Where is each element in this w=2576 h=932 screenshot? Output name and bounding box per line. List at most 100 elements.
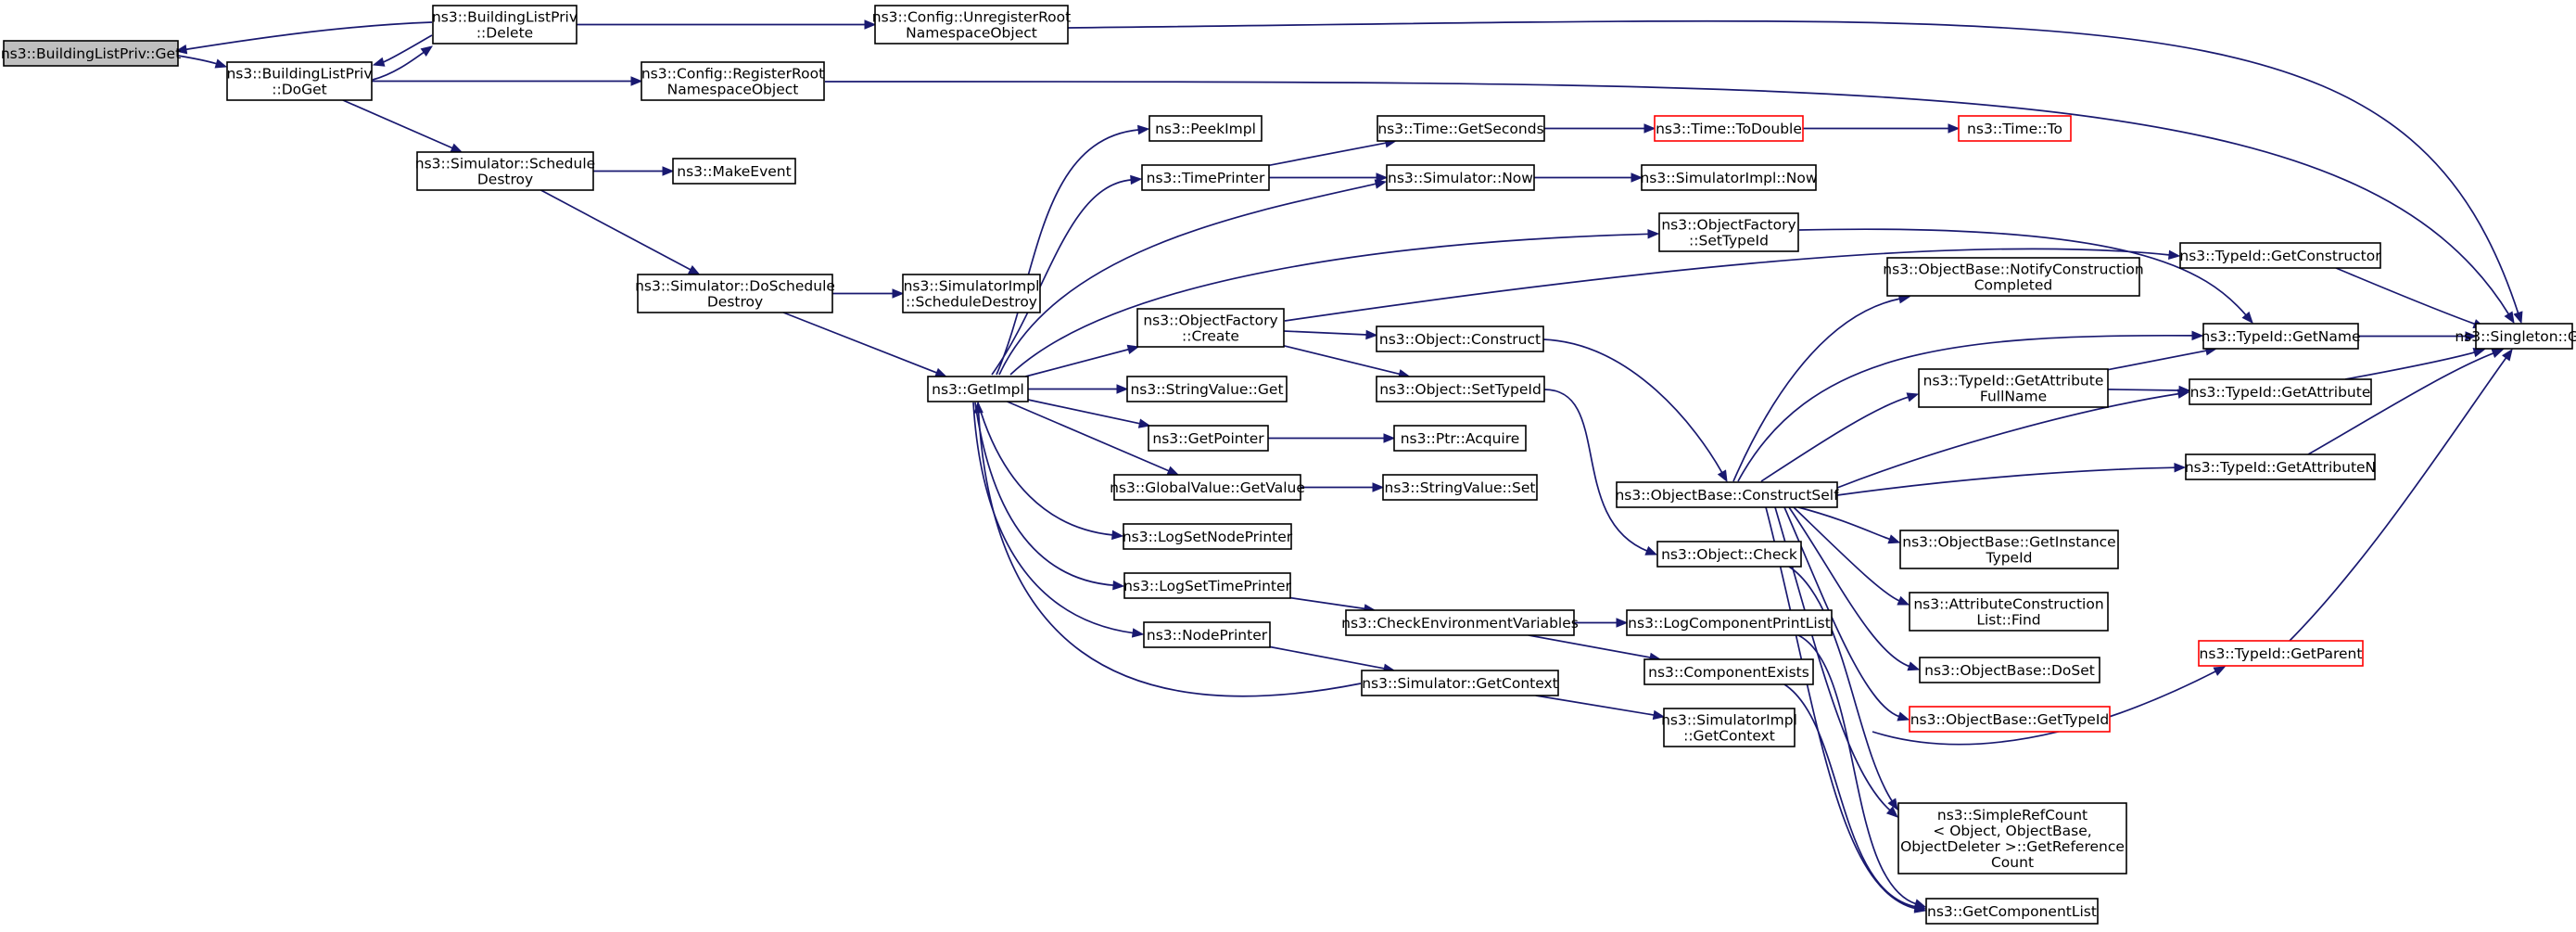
edge-line: [1007, 401, 1171, 472]
node-ns3-stringvalue-set[interactable]: ns3::StringValue::Set: [1382, 474, 1538, 501]
node-ns3-buildinglistpriv-doget[interactable]: ns3::BuildingListPriv::DoGet: [226, 61, 373, 101]
node-ns3-objectbase-notifyconstruction-completed[interactable]: ns3::ObjectBase::NotifyConstructionCompl…: [1883, 257, 2144, 297]
edge-ns3-getpointer-to-ns3-ptr-acquire: [1268, 433, 1396, 443]
node-ns3-objectbase-constructself[interactable]: ns3::ObjectBase::ConstructSelf: [1615, 481, 1839, 508]
node-ns3-time-to[interactable]: ns3::Time::To: [1958, 115, 2072, 142]
node-box: [1148, 425, 1269, 452]
node-ns3-singleton-get[interactable]: ns3::Singleton::Get: [2455, 323, 2576, 350]
node-box: [1616, 481, 1838, 508]
node-box: [1641, 164, 1817, 191]
arrowhead: [1897, 711, 1910, 721]
edge-ns3-simulator-schedule-destroy-to-ns3-simulator-doschedule-destroy: [540, 189, 701, 275]
edge-ns3-objectbase-constructself-to-ns3-objectbase-notifyconstruction-completed: [1732, 294, 1911, 482]
node-ns3-time-todouble[interactable]: ns3::Time::ToDouble: [1654, 115, 1804, 142]
edge-ns3-getimpl-to-ns3-logsettimeprinter: [974, 402, 1125, 591]
node-label: FullName: [1980, 389, 2047, 405]
arrowhead: [1644, 545, 1658, 555]
arrowhead: [1372, 482, 1385, 492]
node-ns3-simulatorimpl-now[interactable]: ns3::SimulatorImpl::Now: [1640, 164, 1818, 191]
node-ns3-objectbase-gettypeid[interactable]: ns3::ObjectBase::GetTypeId: [1909, 706, 2111, 733]
node-ns3-logcomponentprintlist[interactable]: ns3::LogComponentPrintList: [1626, 609, 1833, 636]
node-label: Destroy: [477, 172, 533, 188]
node-ns3-stringvalue-get[interactable]: ns3::StringValue::Get: [1126, 376, 1288, 402]
node-ns3-objectbase-doset[interactable]: ns3::ObjectBase::DoSet: [1919, 657, 2100, 683]
node-ns3-buildinglistpriv-delete[interactable]: ns3::BuildingListPriv::Delete: [432, 5, 577, 45]
node-box: [637, 274, 833, 313]
edge-line: [1283, 330, 1368, 336]
arrowhead: [1913, 901, 1927, 912]
node-ns3-nodeprinter[interactable]: ns3::NodePrinter: [1143, 621, 1271, 648]
node-label: ns3::ObjectBase::GetTypeId: [1910, 711, 2110, 728]
node-ns3-logsettimeprinter[interactable]: ns3::LogSetTimePrinter: [1123, 572, 1292, 599]
node-ns3-typeid-getattributen[interactable]: ns3::TypeId::GetAttributeN: [2185, 453, 2376, 480]
node-label: ns3::BuildingListPriv: [432, 9, 577, 26]
edge-line: [1836, 466, 2176, 496]
node-label: ns3::ComponentExists: [1648, 664, 1809, 681]
node-ns3-object-settypeid[interactable]: ns3::Object::SetTypeId: [1376, 376, 1545, 402]
node-ns3-makeevent[interactable]: ns3::MakeEvent: [672, 158, 796, 185]
node-ns3-ptr-acquire[interactable]: ns3::Ptr::Acquire: [1393, 425, 1527, 452]
arrowhead: [1885, 806, 1898, 818]
node-box: [1382, 474, 1538, 501]
node-label: ns3::MakeEvent: [677, 163, 791, 180]
arrowhead: [1137, 124, 1150, 135]
edge-line: [342, 99, 454, 149]
node-label: ns3::Simulator::Now: [1388, 170, 1533, 186]
node-label: ns3::Time::GetSeconds: [1377, 121, 1543, 137]
node-ns3-simplerefcount-object-objectbase-objectdeleter-getreference-count[interactable]: ns3::SimpleRefCount< Object, ObjectBase,…: [1897, 802, 2127, 875]
node-ns3-simulator-schedule-destroy[interactable]: ns3::Simulator::ScheduleDestroy: [415, 151, 595, 191]
node-ns3-logsetnodeprinter[interactable]: ns3::LogSetNodePrinter: [1123, 523, 1293, 550]
node-ns3-getimpl[interactable]: ns3::GetImpl: [927, 376, 1029, 402]
node-ns3-simulator-getcontext[interactable]: ns3::Simulator::GetContext: [1361, 670, 1559, 696]
edge-ns3-object-construct-to-ns3-objectbase-constructself: [1542, 338, 1728, 483]
node-ns3-typeid-getattribute[interactable]: ns3::TypeId::GetAttribute: [2189, 378, 2372, 405]
node-box: [416, 151, 594, 191]
arrowhead: [1126, 344, 1140, 354]
edge-ns3-typeid-getattribute-fullname-to-ns3-typeid-getname: [2107, 346, 2218, 371]
node-ns3-simulatorimpl-scheduledestroy[interactable]: ns3::SimulatorImpl::ScheduleDestroy: [902, 274, 1041, 313]
node-ns3-time-getseconds[interactable]: ns3::Time::GetSeconds: [1377, 115, 1545, 142]
edge-ns3-componentexists-to-ns3-getcomponentlist: [1783, 683, 1927, 912]
node-ns3-object-check[interactable]: ns3::Object::Check: [1656, 541, 1802, 568]
node-box: [2198, 640, 2364, 667]
node-ns3-peekimpl[interactable]: ns3::PeekImpl: [1148, 115, 1263, 142]
node-ns3-objectfactory-create[interactable]: ns3::ObjectFactory::Create: [1136, 308, 1285, 348]
node-box: [1656, 541, 1802, 568]
node-ns3-timeprinter[interactable]: ns3::TimePrinter: [1141, 164, 1270, 191]
node-ns3-typeid-getconstructor[interactable]: ns3::TypeId::GetConstructor: [2179, 242, 2381, 269]
node-ns3-simulatorimpl-getcontext[interactable]: ns3::SimulatorImpl::GetContext: [1661, 708, 1797, 747]
node-ns3-getpointer[interactable]: ns3::GetPointer: [1148, 425, 1269, 452]
arrowhead: [892, 288, 905, 299]
node-ns3-componentexists[interactable]: ns3::ComponentExists: [1643, 658, 1814, 685]
node-ns3-getcomponentlist[interactable]: ns3::GetComponentList: [1925, 898, 2099, 925]
edge-ns3-buildinglistpriv-doget-to-ns3-buildinglistpriv-delete: [372, 45, 434, 81]
node-box: [2475, 323, 2573, 350]
arrowhead: [1906, 392, 1920, 402]
node-ns3-simulator-now[interactable]: ns3::Simulator::Now: [1386, 164, 1535, 191]
node-label: ::Delete: [476, 25, 533, 42]
node-ns3-objectfactory-settypeid[interactable]: ns3::ObjectFactory::SetTypeId: [1658, 212, 1799, 252]
node-ns3-typeid-getname[interactable]: ns3::TypeId::GetName: [2201, 323, 2361, 350]
node-label: ns3::SimulatorImpl: [1661, 712, 1797, 729]
node-ns3-typeid-getparent[interactable]: ns3::TypeId::GetParent: [2198, 640, 2364, 667]
edge-ns3-buildinglistpriv-delete-to-ns3-buildinglistpriv-get: [174, 21, 433, 55]
node-ns3-checkenvironmentvariables[interactable]: ns3::CheckEnvironmentVariables: [1341, 609, 1579, 636]
node-box: [1141, 164, 1270, 191]
edge-line: [2107, 389, 2181, 391]
edge-line: [996, 129, 1140, 376]
node-box: [2185, 453, 2376, 480]
edge-line: [1528, 634, 1652, 659]
node-ns3-buildinglistpriv-get[interactable]: ns3::BuildingListPriv::Get: [1, 40, 181, 67]
node-label: Count: [1991, 854, 2034, 871]
node-ns3-globalvalue-getvalue[interactable]: ns3::GlobalValue::GetValue: [1110, 474, 1305, 501]
node-label: ns3::NodePrinter: [1147, 627, 1268, 644]
node-box: [1626, 609, 1833, 636]
node-ns3-object-construct[interactable]: ns3::Object::Construct: [1376, 326, 1544, 352]
node-ns3-config-unregisterroot-namespaceobject[interactable]: ns3::Config::UnregisterRootNamespaceObje…: [872, 5, 1071, 45]
arrowhead: [1365, 329, 1378, 340]
